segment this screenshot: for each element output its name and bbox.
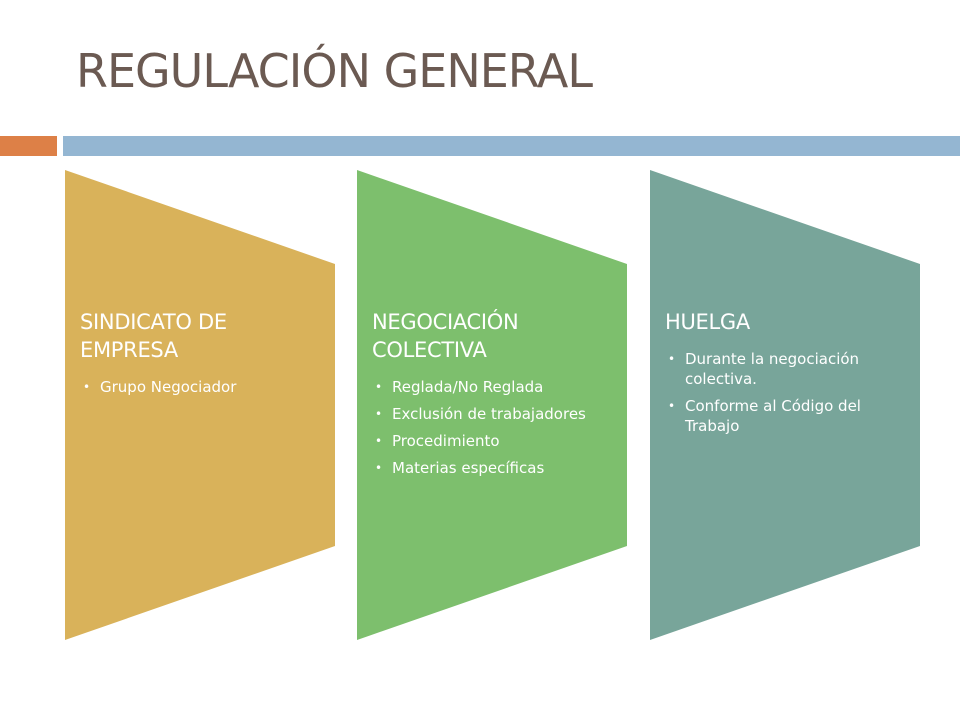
list-item-text: Reglada/No Reglada [392,378,544,396]
list-item: • Conforme al Código del Trabajo [668,396,910,436]
list-item: • Grupo Negociador [83,377,325,397]
panel-1-list: • Grupo Negociador [80,377,325,397]
panel-1-text: SINDICATO DE EMPRESA • Grupo Negociador [80,308,325,404]
list-item-text: Materias específicas [392,459,545,477]
list-item-text: Procedimiento [392,432,500,450]
panel-2-heading: NEGOCIACIÓN COLECTIVA [372,310,519,362]
list-item: • Materias específicas [375,458,617,478]
list-item-text: Exclusión de trabajadores [392,405,586,423]
panel-huelga: HUELGA • Durante la negociación colectiva… [650,170,920,640]
bullet-icon: • [668,399,676,413]
panel-2-shape [357,170,627,640]
panel-negociacion: NEGOCIACIÓN COLECTIVA • Reglada/No Reglad… [357,170,627,640]
panel-3-list: • Durante la negociación colectiva. • Conf… [665,349,910,436]
bullet-icon: • [83,380,91,394]
panel-3-text: HUELGA • Durante la negociación colectiva… [665,308,910,443]
bullet-icon: • [375,461,383,475]
header-bar [63,136,960,156]
list-item-text: Grupo Negociador [100,378,237,396]
list-item: • Exclusión de trabajadores [375,404,617,424]
panel-sindicato: SINDICATO DE EMPRESA • Grupo Negociador [65,170,335,640]
list-item: • Procedimiento [375,431,617,451]
panel-1-shape [65,170,335,640]
panel-shape [357,170,627,640]
list-item: • Reglada/No Reglada [375,377,617,397]
panel-2-list: • Reglada/No Reglada • Exclusión de trabaj… [372,377,617,478]
panel-3-shape [650,170,920,640]
list-item-text: Durante la negociación colectiva. [685,350,860,388]
panel-shape [650,170,920,640]
panel-1-heading: SINDICATO DE EMPRESA [80,310,227,362]
accent-bar [0,136,57,156]
panel-2-text: NEGOCIACIÓN COLECTIVA • Reglada/No Reglad… [372,308,617,485]
bullet-icon: • [375,434,383,448]
list-item: • Durante la negociación colectiva. [668,349,910,389]
list-item-text: Conforme al Código del Trabajo [685,397,861,435]
bullet-icon: • [375,407,383,421]
panel-3-heading: HUELGA [665,310,750,334]
bullet-icon: • [668,352,676,366]
slide-title: REGULACIÓN GENERAL [76,44,593,98]
bullet-icon: • [375,380,383,394]
panel-shape [65,170,335,640]
